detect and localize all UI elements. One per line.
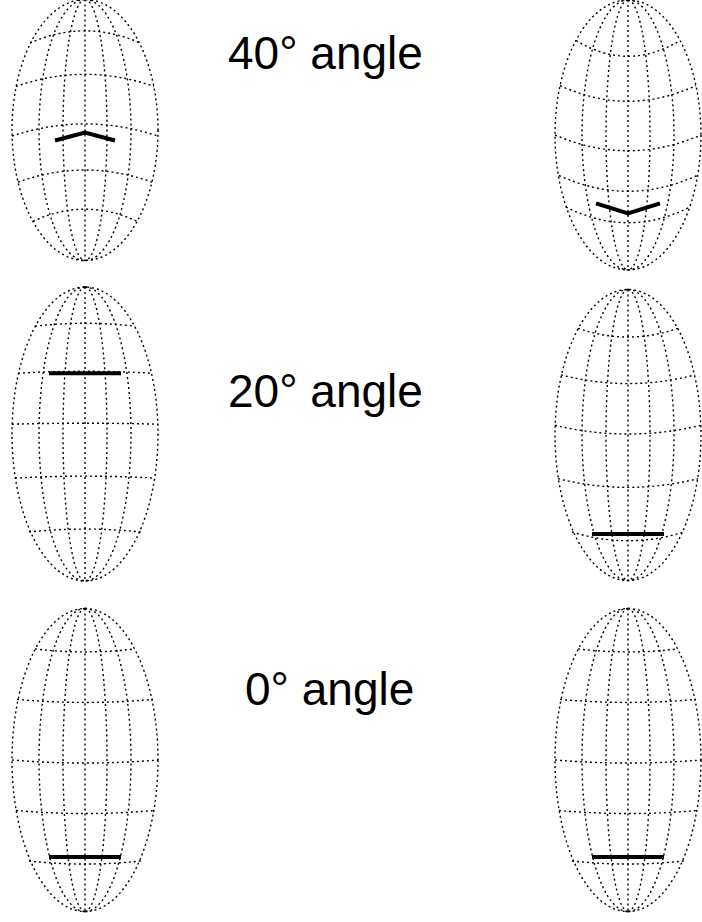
angle-label: 40° angle <box>228 28 423 79</box>
mouth-line <box>592 855 664 859</box>
face-mesh <box>12 0 158 260</box>
face-mesh <box>12 609 158 912</box>
mouth-line <box>596 203 660 213</box>
angle-label: 0° angle <box>245 664 414 715</box>
mouth-line <box>49 855 121 859</box>
face-mesh <box>555 0 701 270</box>
angle-label: 20° angle <box>228 366 423 417</box>
mouth-line <box>592 532 664 536</box>
face-mesh <box>12 287 158 581</box>
face-mesh <box>555 290 701 581</box>
face-mesh <box>555 609 701 912</box>
mouth-line <box>49 371 121 375</box>
mouth-line <box>55 133 115 141</box>
